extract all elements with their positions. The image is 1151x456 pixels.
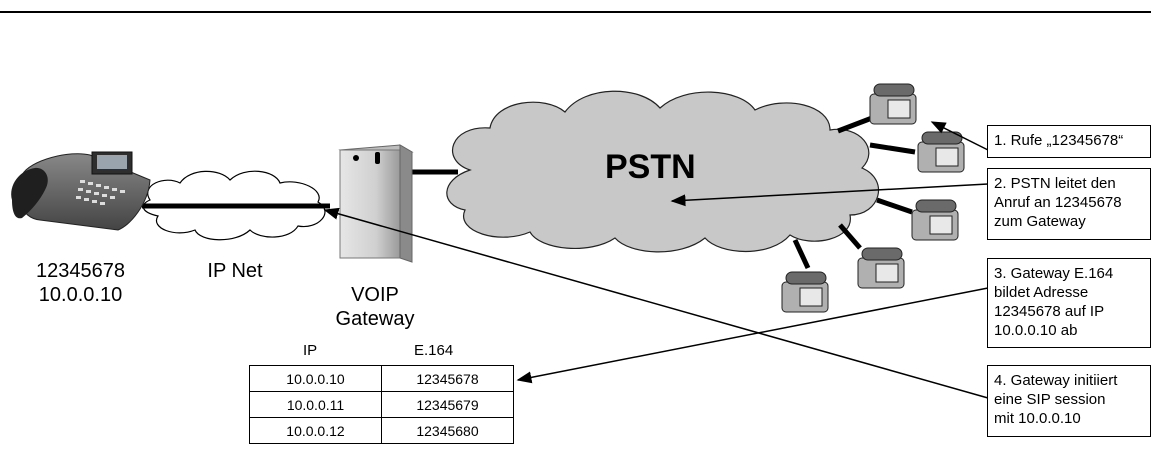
pstn-telephone-icons bbox=[781, 83, 965, 313]
phone-label: 12345678 10.0.0.10 bbox=[18, 259, 143, 307]
table-header-ip: IP bbox=[303, 342, 318, 359]
ip-net-label: IP Net bbox=[207, 260, 263, 282]
phone-number: 12345678 bbox=[36, 260, 125, 282]
step-3-line-2: bildet Adresse bbox=[994, 284, 1089, 301]
step-3-line-3: 12345678 auf IP bbox=[994, 303, 1105, 320]
table-cell: 12345678 bbox=[381, 365, 514, 392]
pstn-cloud-label: PSTN bbox=[605, 148, 696, 186]
table-cell: 10.0.0.10 bbox=[249, 365, 382, 392]
step-2-box: 2. PSTN leitet den Anruf an 12345678 zum… bbox=[987, 168, 1151, 240]
pstn-cloud bbox=[446, 90, 880, 253]
step-4-line-3: mit 10.0.0.10 bbox=[994, 410, 1081, 427]
gateway-label-line-1: VOIP bbox=[351, 284, 399, 306]
arrow-step-3 bbox=[516, 287, 989, 384]
table-header-e164: E.164 bbox=[414, 342, 454, 359]
table-cell: 12345680 bbox=[381, 417, 514, 444]
table-cell: 12345679 bbox=[381, 391, 514, 418]
gateway-label: VOIP Gateway bbox=[320, 283, 430, 331]
step-3-line-1: 3. Gateway E.164 bbox=[994, 265, 1114, 282]
ip-e164-mapping-table: 10.0.0.10 12345678 10.0.0.11 12345679 10… bbox=[249, 365, 514, 444]
table-cell: 10.0.0.12 bbox=[249, 417, 382, 444]
table-row: 10.0.0.10 12345678 bbox=[249, 365, 514, 392]
voip-gateway-device bbox=[338, 144, 414, 263]
step-4-line-2: eine SIP session bbox=[994, 391, 1106, 408]
phone-ip: 10.0.0.10 bbox=[38, 284, 123, 306]
step-2-line-3: zum Gateway bbox=[994, 213, 1086, 230]
step-1-line-1: 1. Rufe „12345678“ bbox=[994, 132, 1124, 149]
pstn-phone-links bbox=[792, 115, 916, 270]
table-cell: 10.0.0.11 bbox=[249, 391, 382, 418]
arrow-step-2 bbox=[670, 183, 989, 207]
table-row: 10.0.0.11 12345679 bbox=[249, 391, 514, 418]
arrow-step-4 bbox=[323, 207, 989, 399]
step-2-line-2: Anruf an 12345678 bbox=[994, 194, 1122, 211]
step-4-box: 4. Gateway initiiert eine SIP session mi… bbox=[987, 365, 1151, 437]
step-1-box: 1. Rufe „12345678“ bbox=[987, 125, 1151, 158]
step-3-box: 3. Gateway E.164 bildet Adresse 12345678… bbox=[987, 258, 1151, 348]
gateway-label-line-2: Gateway bbox=[335, 308, 415, 330]
step-2-line-1: 2. PSTN leitet den bbox=[994, 175, 1116, 192]
arrow-step-1 bbox=[930, 121, 989, 151]
table-row: 10.0.0.12 12345680 bbox=[249, 417, 514, 444]
step-4-line-1: 4. Gateway initiiert bbox=[994, 372, 1118, 389]
step-arrows bbox=[323, 121, 989, 399]
step-3-line-4: 10.0.0.10 ab bbox=[994, 322, 1078, 339]
desk-phone-icon bbox=[11, 151, 151, 231]
